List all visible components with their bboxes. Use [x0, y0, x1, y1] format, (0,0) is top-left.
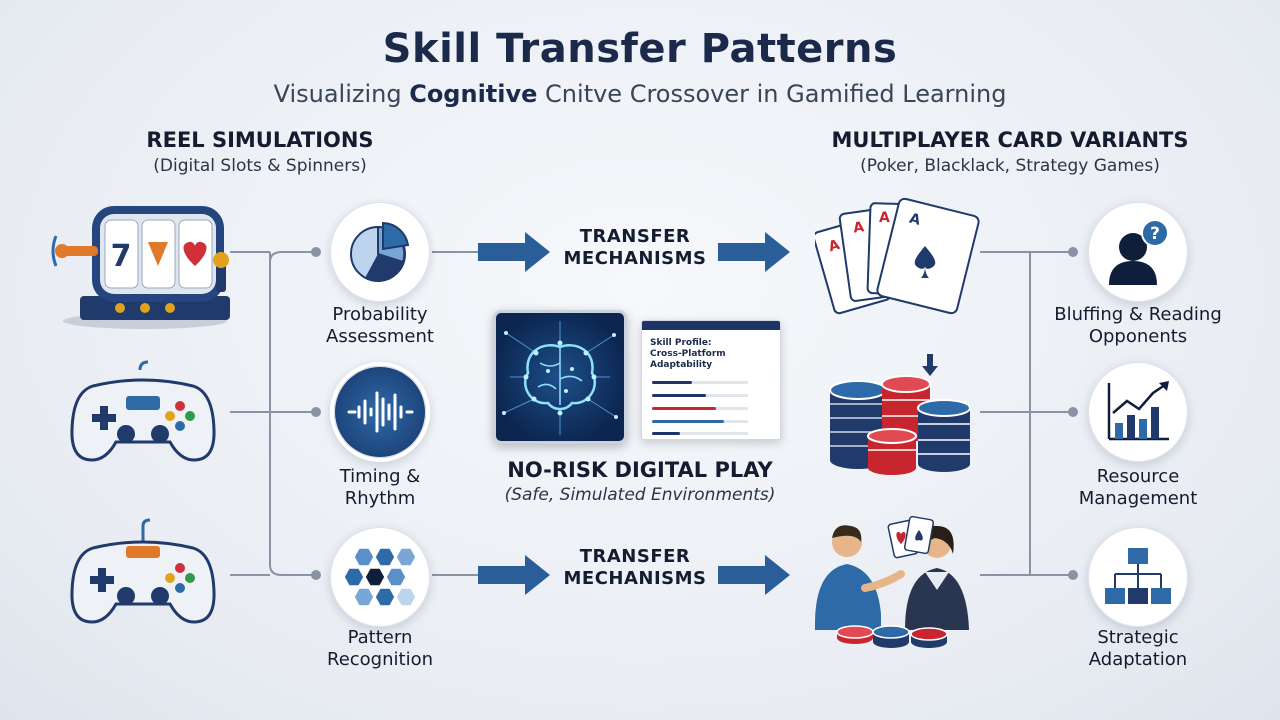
doc-track-1 [652, 381, 748, 384]
brain-panel [493, 310, 627, 444]
pattern-skill-node [330, 527, 430, 627]
bluffing-label-line2: Opponents [1088, 326, 1188, 347]
strategic-skill-node [1088, 527, 1188, 627]
left-column-title: REEL SIMULATIONS [146, 128, 374, 152]
document-header-bar [642, 321, 780, 330]
slot-machine-icon: 7 [51, 206, 230, 329]
skill-profile-document: Skill Profile: Cross-Platform Adaptabili… [641, 320, 781, 440]
playing-cards-icon: A A A A [815, 197, 980, 315]
timing-skill-node [330, 362, 430, 462]
doc-bar-2 [652, 394, 706, 397]
doc-bar-5 [652, 432, 680, 435]
resource-skill-node [1088, 362, 1188, 462]
hexagon-grid-icon [343, 547, 417, 607]
document-title-line1: Skill Profile: [650, 338, 712, 348]
transfer-mechanism-label-bottom: TRANSFER MECHANISMS [545, 546, 725, 590]
bluffing-skill-node: ? [1088, 202, 1188, 302]
timing-label-line1: Timing & [339, 466, 421, 487]
neural-brain-icon [502, 321, 618, 435]
mechanism-top-line2: MECHANISMS [563, 248, 707, 269]
probability-skill-node [330, 202, 430, 302]
svg-text:?: ? [1150, 224, 1160, 244]
page-subtitle: Visualizing Cognitive Cnitve Crossover i… [0, 80, 1280, 108]
bar-chart-icon [1107, 381, 1169, 441]
strategic-label-line1: Strategic [1097, 627, 1179, 648]
svg-text:7: 7 [111, 239, 132, 274]
subtitle-bold: Cognitive [409, 80, 538, 108]
doc-track-5 [652, 432, 748, 435]
pattern-label-line1: Pattern [347, 627, 413, 648]
svg-text:A: A [879, 210, 890, 226]
probability-label-line1: Probability [332, 304, 428, 325]
subtitle-pre: Visualizing [273, 80, 410, 108]
poker-chips-icon [829, 354, 971, 475]
transfer-mechanism-label-top: TRANSFER MECHANISMS [545, 226, 725, 270]
center-subtitle: (Safe, Simulated Environments) [504, 485, 776, 505]
svg-text:A: A [908, 211, 923, 229]
center-title: NO-RISK DIGITAL PLAY [507, 458, 773, 482]
svg-text:A: A [827, 237, 842, 255]
gamepad-icon [70, 360, 216, 462]
pie-chart-icon [350, 221, 410, 282]
right-column-subtitle: (Poker, Blacklack, Strategy Games) [860, 156, 1160, 176]
resource-label-line2: Management [1078, 488, 1198, 509]
card-players-icon [815, 515, 969, 648]
doc-bar-4 [652, 420, 724, 423]
left-column-subtitle: (Digital Slots & Spinners) [153, 156, 367, 176]
strategic-label: Strategic Adaptation [1040, 627, 1236, 671]
hierarchy-icon [1105, 548, 1171, 604]
strategic-label-line2: Adaptation [1088, 649, 1188, 670]
doc-bar-3 [652, 407, 716, 410]
bluffing-label-line1: Bluffing & Reading [1054, 304, 1222, 325]
probability-label-line2: Assessment [326, 326, 434, 347]
doc-bar-1 [652, 381, 692, 384]
timing-label-line2: Rhythm [344, 488, 416, 509]
bluffing-label: Bluffing & Reading Opponents [1040, 304, 1236, 348]
sound-wave-icon [347, 391, 414, 433]
resource-label: Resource Management [1040, 466, 1236, 510]
mechanism-bottom-line2: MECHANISMS [563, 568, 707, 589]
right-column-title: MULTIPLAYER CARD VARIANTS [831, 128, 1189, 152]
document-title-line2: Cross-Platform Adaptability [650, 349, 726, 370]
timing-label: Timing & Rhythm [300, 466, 460, 510]
mechanism-bottom-line1: TRANSFER [579, 546, 691, 567]
gamepad-icon [70, 518, 216, 624]
pattern-label: Pattern Recognition [300, 627, 460, 671]
person-question-icon: ? [1109, 219, 1169, 285]
mechanism-top-line1: TRANSFER [579, 226, 691, 247]
resource-label-line1: Resource [1096, 466, 1180, 487]
probability-label: Probability Assessment [300, 304, 460, 348]
svg-text:A: A [852, 219, 865, 236]
pattern-label-line2: Recognition [327, 649, 433, 670]
subtitle-post: Cnitve Crossover in Gamified Learning [537, 80, 1007, 108]
page-title: Skill Transfer Patterns [382, 26, 898, 72]
